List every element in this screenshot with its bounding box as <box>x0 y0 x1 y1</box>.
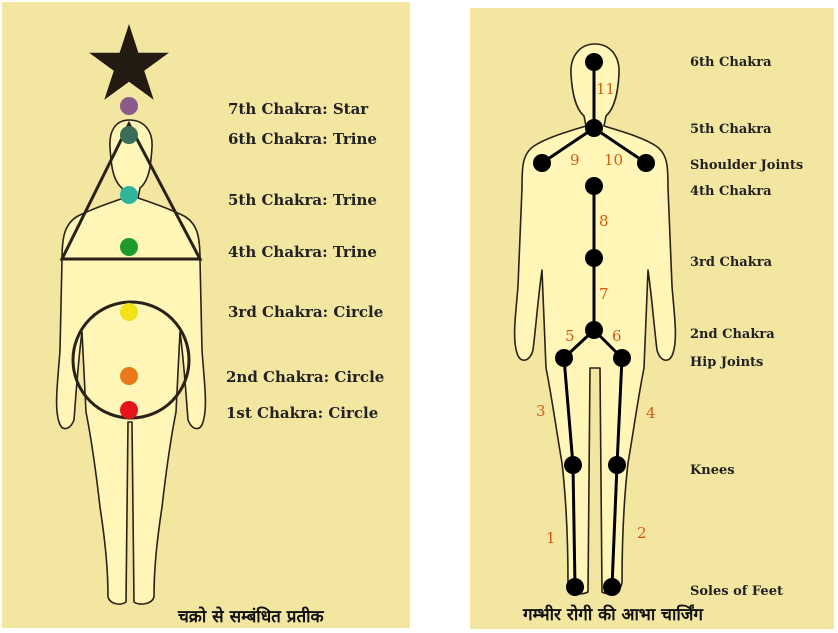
chakra-symbols-figure: 7th Chakra: Star 6th Chakra: Trine 5th C… <box>2 2 410 628</box>
label-chakra-4: 4th Chakra: Trine <box>228 243 377 261</box>
right-caption: गम्भीर रोगी की आभा चार्जिंग <box>522 604 704 625</box>
number-3: 3 <box>536 402 546 420</box>
node-right-shoulder <box>637 154 655 172</box>
label-sixth-chakra: 6th Chakra <box>690 55 772 70</box>
node-third-chakra <box>585 249 603 267</box>
node-left-sole <box>566 578 584 596</box>
label-fourth-chakra: 4th Chakra <box>690 184 772 199</box>
number-8: 8 <box>599 212 609 230</box>
number-10: 10 <box>604 151 623 169</box>
label-shoulder-joints: Shoulder Joints <box>690 158 803 173</box>
number-2: 2 <box>637 524 647 542</box>
node-second-chakra <box>585 321 603 339</box>
aura-charging-figure: 1 2 3 4 5 6 7 8 9 10 11 6th Chakra 5th C… <box>470 8 834 629</box>
label-third-chakra: 3rd Chakra <box>690 255 773 270</box>
node-right-hip <box>613 349 631 367</box>
node-right-knee <box>608 456 626 474</box>
chakra-7-dot <box>120 97 138 115</box>
left-caption: चक्रो से सम्बंधित प्रतीक <box>177 606 325 627</box>
aura-charging-panel: 1 2 3 4 5 6 7 8 9 10 11 6th Chakra 5th C… <box>470 8 834 629</box>
number-4: 4 <box>646 404 656 422</box>
node-fourth-chakra <box>585 177 603 195</box>
chakra-6-dot <box>120 126 138 144</box>
node-left-knee <box>564 456 582 474</box>
label-chakra-3: 3rd Chakra: Circle <box>228 303 383 321</box>
label-knees: Knees <box>690 463 735 478</box>
label-soles-of-feet: Soles of Feet <box>690 584 783 599</box>
node-sixth-chakra <box>585 53 603 71</box>
node-left-shoulder <box>533 154 551 172</box>
number-11: 11 <box>596 80 615 98</box>
chakra-2-dot <box>120 367 138 385</box>
label-second-chakra: 2nd Chakra <box>690 327 775 342</box>
node-right-sole <box>603 578 621 596</box>
label-chakra-7: 7th Chakra: Star <box>228 100 369 118</box>
number-6: 6 <box>612 327 622 345</box>
node-left-hip <box>555 349 573 367</box>
chakra-1-dot <box>120 401 138 419</box>
chakra-4-dot <box>120 238 138 256</box>
label-chakra-1: 1st Chakra: Circle <box>226 404 378 422</box>
chakra-5-dot <box>120 186 138 204</box>
label-chakra-6: 6th Chakra: Trine <box>228 130 377 148</box>
label-chakra-5: 5th Chakra: Trine <box>228 191 377 209</box>
label-chakra-2: 2nd Chakra: Circle <box>226 368 384 386</box>
label-fifth-chakra: 5th Chakra <box>690 122 772 137</box>
chakra-3-dot <box>120 303 138 321</box>
number-5: 5 <box>565 327 575 345</box>
number-1: 1 <box>546 529 556 547</box>
number-7: 7 <box>599 285 609 303</box>
chakra-symbols-panel: 7th Chakra: Star 6th Chakra: Trine 5th C… <box>2 2 410 628</box>
label-hip-joints: Hip Joints <box>690 355 763 370</box>
star-symbol <box>89 24 169 100</box>
node-fifth-chakra <box>585 119 603 137</box>
number-9: 9 <box>570 151 580 169</box>
